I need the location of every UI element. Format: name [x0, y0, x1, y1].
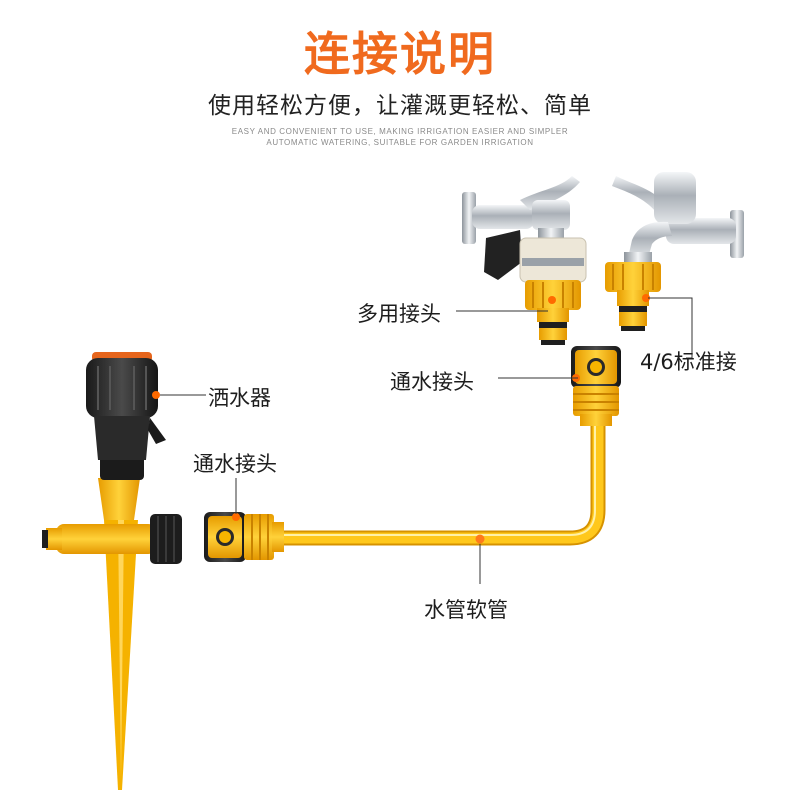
water-hose: [274, 417, 606, 546]
english-caption-line-2: AUTOMATIC WATERING, SUITABLE FOR GARDEN …: [266, 138, 534, 147]
page-subtitle: 使用轻松方便，让灌溉更轻松、简单: [208, 93, 592, 119]
page-title: 连接说明: [304, 27, 496, 81]
standard-adapter: [605, 262, 661, 331]
standard-adapter-dot: [642, 294, 650, 302]
left-connector-dot: [232, 513, 240, 521]
label-standard-adapter: 4/6标准接: [640, 350, 737, 374]
label-quick-connector-right: 通水接头: [390, 370, 474, 394]
right-faucet: [612, 172, 744, 264]
leader-lines: [160, 297, 693, 584]
sprinkler: [42, 352, 182, 790]
multi-purpose-adapter: [525, 280, 581, 345]
quick-connector-left: [204, 512, 284, 562]
label-quick-connector-left: 通水接头: [193, 452, 277, 476]
label-sprinkler: 洒水器: [208, 386, 271, 410]
quick-connector-right: [571, 346, 621, 426]
left-faucet: [462, 176, 587, 283]
multi-adapter-dot: [548, 296, 556, 304]
label-hose: 水管软管: [424, 598, 508, 622]
hose-indicator-dot: [475, 534, 485, 544]
sprinkler-dot: [152, 391, 160, 399]
label-multi-adapter: 多用接头: [357, 302, 441, 326]
english-caption-line-1: EASY AND CONVENIENT TO USE, MAKING IRRIG…: [231, 127, 569, 136]
